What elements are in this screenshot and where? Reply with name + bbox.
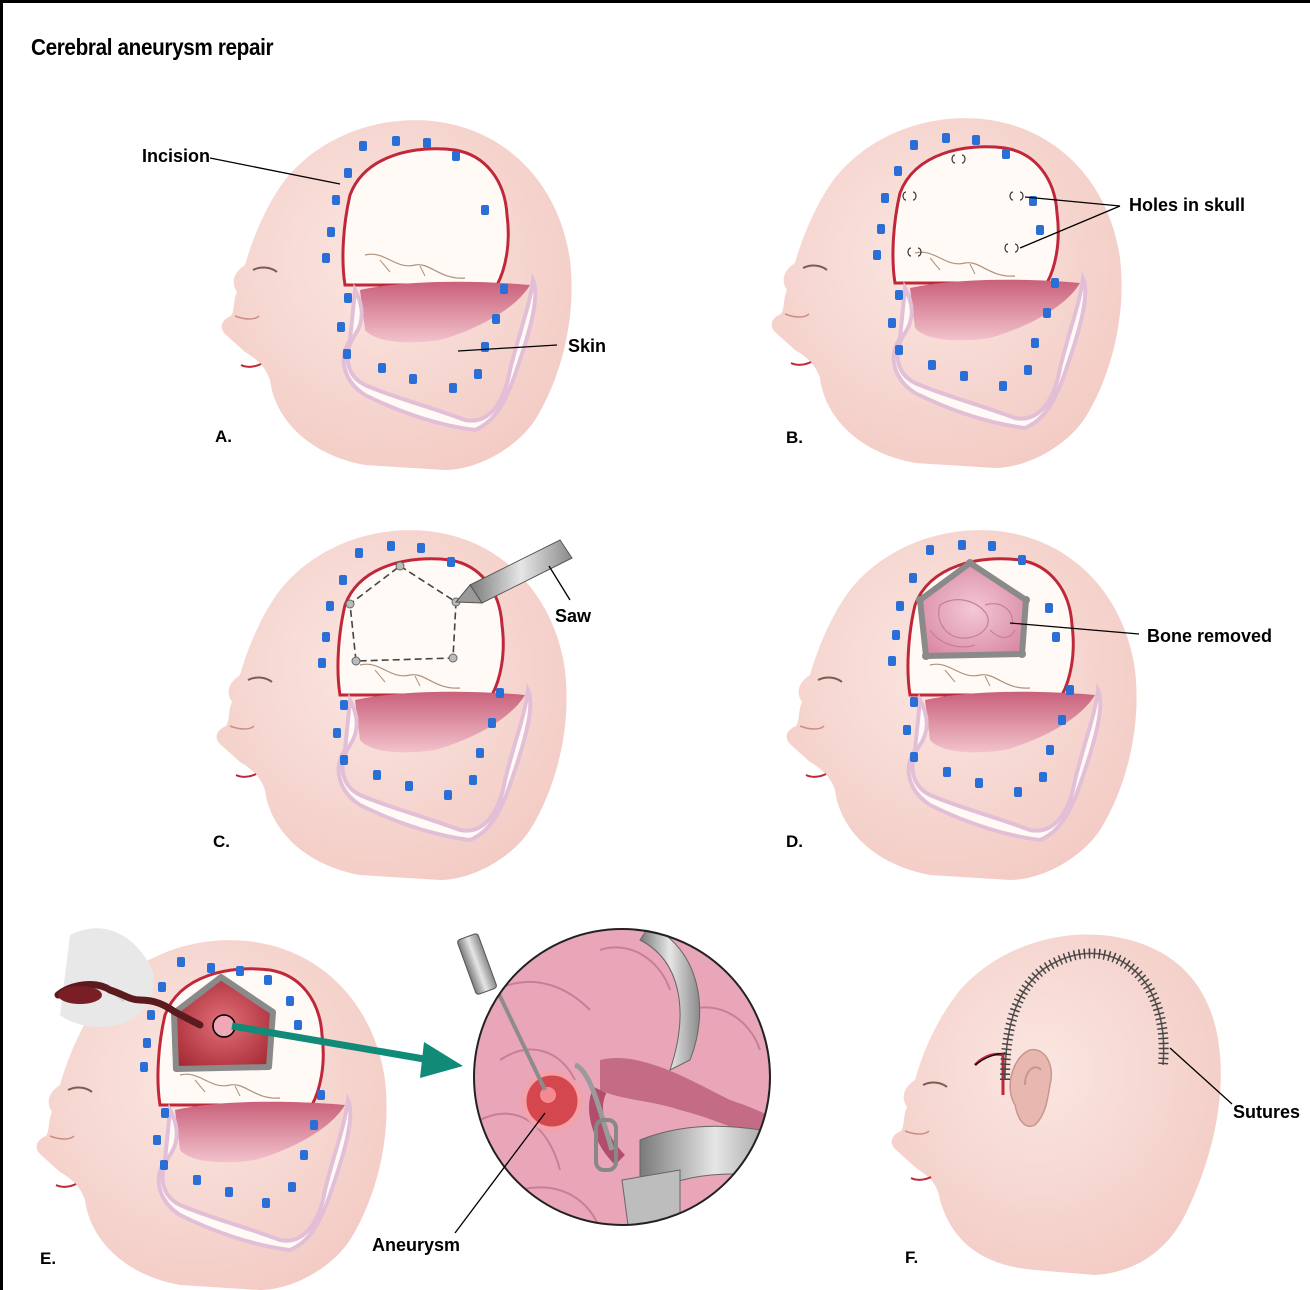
panel-a xyxy=(222,120,572,470)
panel-e-letter: E. xyxy=(40,1249,56,1268)
aneurysm-label: Aneurysm xyxy=(372,1235,460,1255)
panel-b xyxy=(772,118,1122,468)
panel-c-letter: C. xyxy=(213,832,230,851)
panel-f xyxy=(892,934,1221,1275)
saw-label: Saw xyxy=(555,606,592,626)
forceps-icon xyxy=(457,933,498,995)
retractor-cloth xyxy=(60,928,154,1027)
panel-b-letter: B. xyxy=(786,428,803,447)
incision-label: Incision xyxy=(142,146,210,166)
bone-removed-label: Bone removed xyxy=(1147,626,1272,646)
sutures-label: Sutures xyxy=(1233,1102,1300,1122)
holes-label: Holes in skull xyxy=(1129,195,1245,215)
skin-label: Skin xyxy=(568,336,606,356)
panel-f-letter: F. xyxy=(905,1248,918,1267)
panel-a-letter: A. xyxy=(215,427,232,446)
panel-d-letter: D. xyxy=(786,832,803,851)
magnified-view xyxy=(457,925,790,1240)
